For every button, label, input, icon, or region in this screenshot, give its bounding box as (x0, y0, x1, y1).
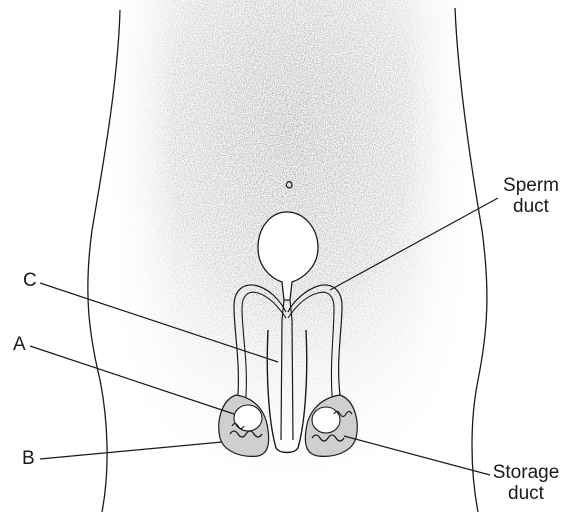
label-storage-duct-line1: Storage (490, 462, 562, 483)
label-sperm-duct: Sperm duct (500, 175, 562, 217)
label-b: B (22, 448, 35, 469)
label-storage-duct: Storage duct (490, 462, 562, 504)
label-sperm-duct-line2: duct (500, 196, 562, 217)
label-sperm-duct-line1: Sperm (500, 175, 562, 196)
label-storage-duct-line2: duct (490, 483, 562, 504)
label-a: A (13, 334, 26, 355)
testis-right (312, 407, 340, 433)
label-c: C (23, 270, 37, 291)
